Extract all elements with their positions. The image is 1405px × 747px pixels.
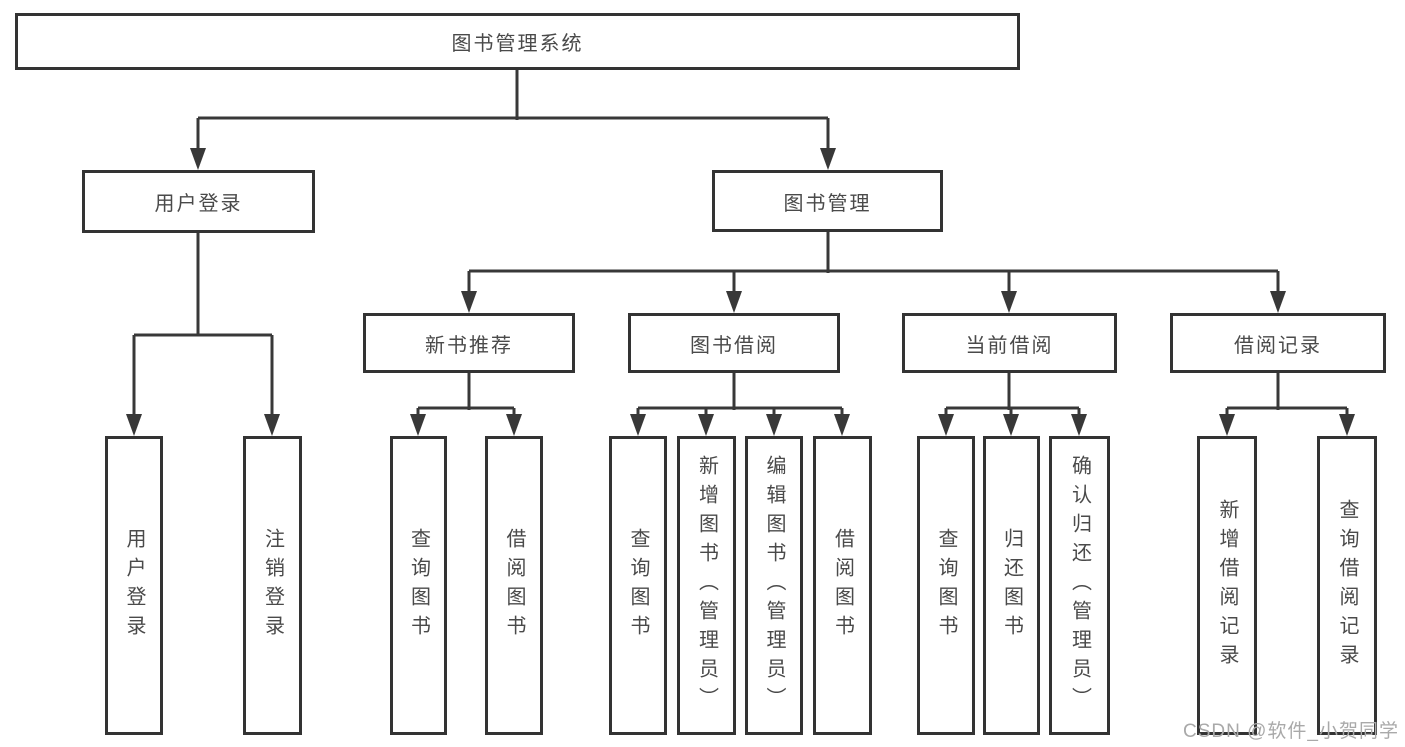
leaf-query-books-recommend: 查询图书: [390, 436, 447, 735]
leaf-add-borrow-record: 新增借阅记录: [1197, 436, 1257, 735]
csdn-watermark: CSDN @软件_小贺同学: [1183, 721, 1399, 742]
node-root: 图书管理系统: [15, 13, 1020, 70]
node-user-login: 用户登录: [82, 170, 315, 233]
node-user-login-label: 用户登录: [154, 193, 243, 215]
leaf-return-books-label: 归还图书: [1000, 527, 1023, 644]
leaf-edit-books-admin-label: 编辑图书（管理员）: [763, 455, 785, 716]
node-borrow-records: 借阅记录: [1170, 313, 1386, 373]
leaf-borrow-books-borrowing: 借阅图书: [813, 436, 872, 735]
leaf-user-login-label: 用户登录: [123, 527, 145, 644]
leaf-query-books-current-label: 查询图书: [935, 527, 957, 644]
node-book-borrowing: 图书借阅: [628, 313, 840, 373]
node-book-management: 图书管理: [712, 170, 943, 232]
leaf-logout: 注销登录: [243, 436, 302, 735]
node-new-book-recommend-label: 新书推荐: [425, 334, 513, 357]
leaf-query-borrow-record-label: 查询借阅记录: [1336, 498, 1358, 673]
leaf-borrow-books-borrowing-label: 借阅图书: [831, 527, 854, 644]
node-new-book-recommend: 新书推荐: [363, 313, 575, 373]
node-root-label: 图书管理系统: [451, 33, 584, 55]
leaf-user-login: 用户登录: [105, 436, 163, 735]
leaf-confirm-return-admin-label: 确认归还（管理员）: [1068, 455, 1091, 716]
leaf-edit-books-admin: 编辑图书（管理员）: [745, 436, 803, 735]
leaf-query-books-recommend-label: 查询图书: [407, 527, 430, 644]
leaf-add-books-admin: 新增图书（管理员）: [677, 436, 736, 735]
leaf-query-books-borrowing-label: 查询图书: [627, 527, 649, 644]
node-book-management-label: 图书管理: [783, 192, 872, 215]
leaf-query-books-current: 查询图书: [917, 436, 975, 735]
leaf-query-borrow-record: 查询借阅记录: [1317, 436, 1377, 735]
leaf-borrow-books-recommend-label: 借阅图书: [503, 527, 525, 644]
leaf-borrow-books-recommend: 借阅图书: [485, 436, 543, 735]
leaf-return-books: 归还图书: [983, 436, 1040, 735]
leaf-add-borrow-record-label: 新增借阅记录: [1216, 498, 1238, 673]
leaf-query-books-borrowing: 查询图书: [609, 436, 667, 735]
leaf-logout-label: 注销登录: [261, 527, 284, 644]
node-current-borrowing: 当前借阅: [902, 313, 1117, 373]
node-borrow-records-label: 借阅记录: [1234, 334, 1322, 357]
leaf-confirm-return-admin: 确认归还（管理员）: [1049, 436, 1110, 735]
leaf-add-books-admin-label: 新增图书（管理员）: [695, 455, 718, 716]
node-current-borrowing-label: 当前借阅: [965, 334, 1054, 357]
node-book-borrowing-label: 图书借阅: [690, 334, 778, 357]
